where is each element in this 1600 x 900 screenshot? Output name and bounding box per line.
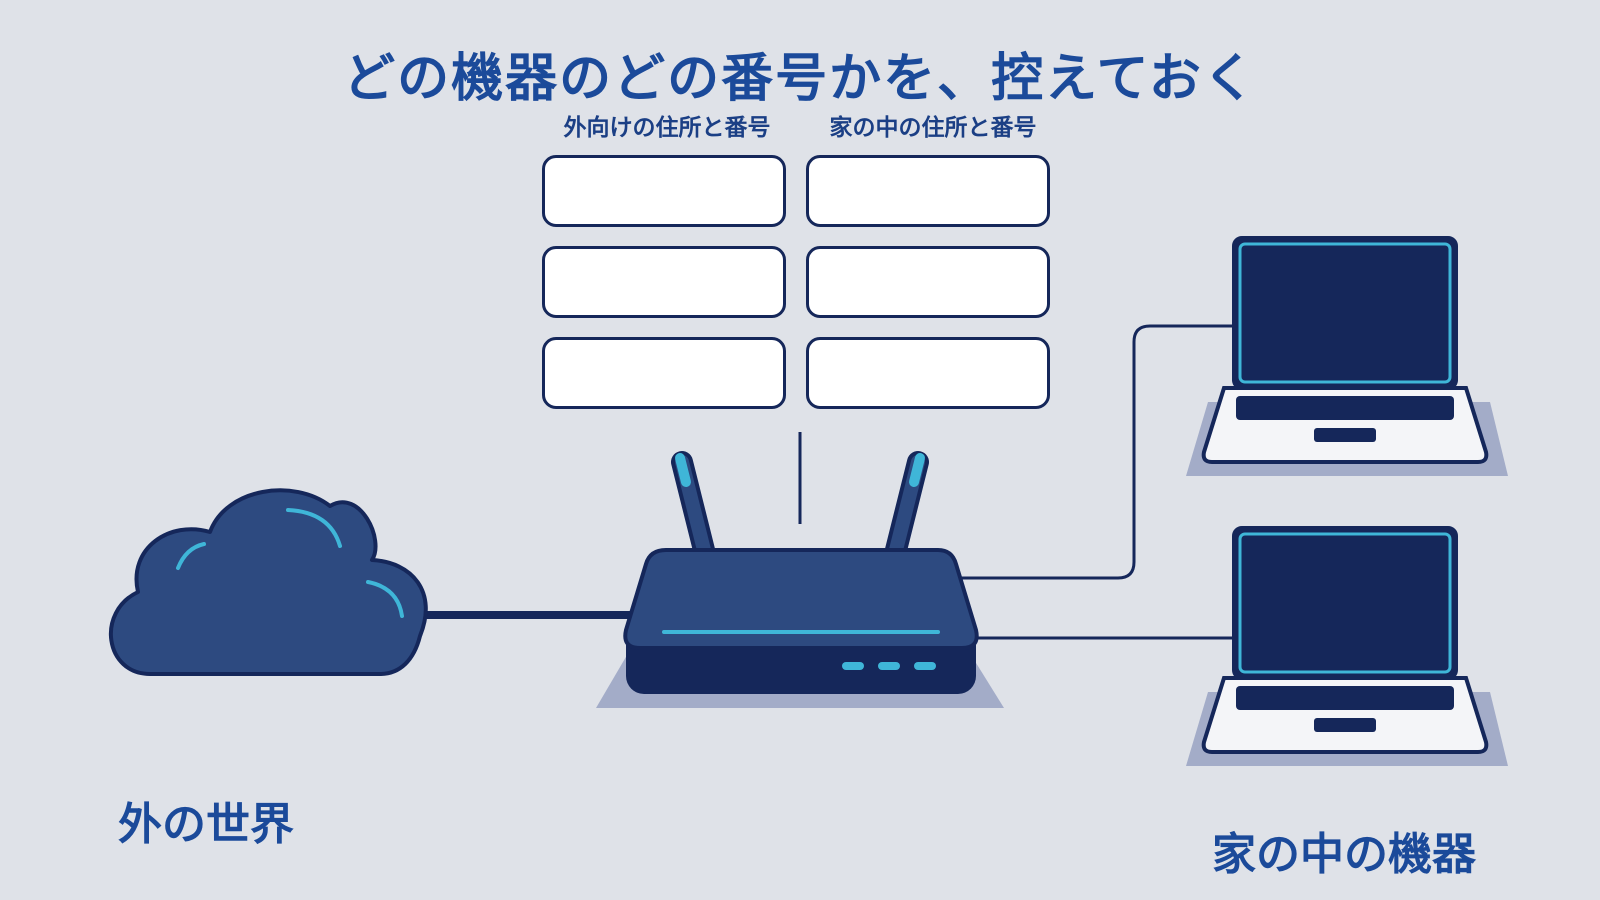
external-address-field-1[interactable] xyxy=(542,155,786,227)
external-address-field-2[interactable] xyxy=(542,246,786,318)
outside-world-label: 外の世界 xyxy=(118,799,294,850)
laptop-icon xyxy=(1186,236,1508,476)
laptop-icon xyxy=(1186,526,1508,766)
page-title: どの機器のどの番号かを、控えておく xyxy=(343,49,1257,109)
router-laptop1-cable xyxy=(958,324,1234,580)
internal-address-field-3[interactable] xyxy=(806,337,1050,409)
column-header-internal: 家の中の住所と番号 xyxy=(829,115,1037,141)
cloud-icon xyxy=(108,488,428,676)
external-address-field-3[interactable] xyxy=(542,337,786,409)
internal-address-field-1[interactable] xyxy=(806,155,1050,227)
column-header-external: 外向けの住所と番号 xyxy=(563,115,771,141)
router-icon xyxy=(596,451,1004,708)
internal-address-field-2[interactable] xyxy=(806,246,1050,318)
home-devices-label: 家の中の機器 xyxy=(1212,829,1476,880)
